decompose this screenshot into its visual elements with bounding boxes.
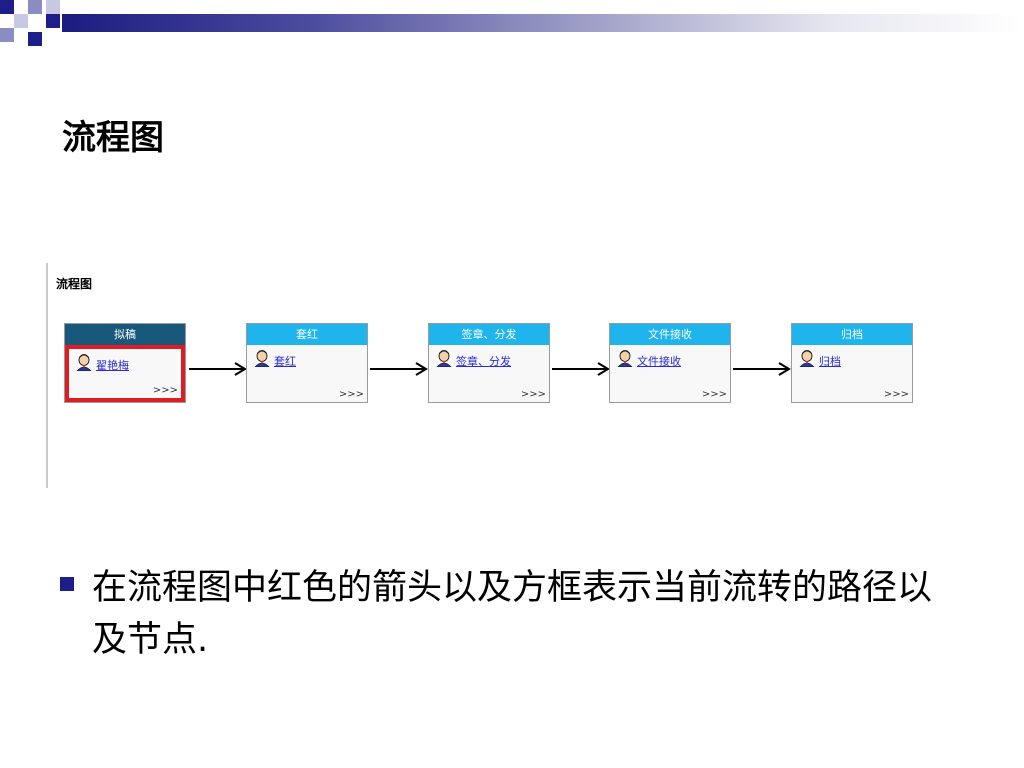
flow-node-file-receive[interactable]: 文件接收 文件接收 >>>	[609, 323, 731, 403]
flow-node-archive[interactable]: 归档 归档 >>>	[791, 323, 913, 403]
node-body: 签章、分发 >>>	[429, 345, 549, 402]
person-icon	[617, 350, 633, 367]
slide-header-banner	[0, 0, 1024, 48]
decor-square	[0, 28, 14, 42]
node-link[interactable]: 文件接收	[637, 355, 681, 368]
page-title: 流程图	[62, 118, 164, 158]
person-icon	[254, 350, 270, 367]
node-body: 套红 >>>	[247, 345, 367, 402]
arrow-right-icon	[733, 362, 791, 376]
decor-square	[14, 14, 28, 28]
bullet-icon	[60, 577, 74, 591]
arrow-right-icon	[189, 362, 247, 376]
panel-title: 流程图	[56, 277, 93, 291]
arrow-right-icon	[552, 362, 610, 376]
decor-square	[46, 0, 60, 14]
decor-square	[14, 0, 28, 14]
node-more-button[interactable]: >>>	[701, 389, 727, 400]
person-icon	[76, 354, 92, 371]
flow-node-redhead[interactable]: 套红 套红 >>>	[246, 323, 368, 403]
decor-square	[28, 32, 42, 46]
flow-node-sign-distribute[interactable]: 签章、分发 签章、分发 >>>	[428, 323, 550, 403]
node-more-button[interactable]: >>>	[152, 385, 178, 396]
flow-node-draft[interactable]: 拟稿 翟艳梅 >>>	[64, 323, 186, 403]
person-icon	[436, 350, 452, 367]
node-body: 翟艳梅 >>>	[65, 345, 185, 402]
node-more-button[interactable]: >>>	[883, 389, 909, 400]
node-header: 套红	[247, 324, 367, 345]
node-body: 归档 >>>	[792, 345, 912, 402]
node-more-button[interactable]: >>>	[338, 389, 364, 400]
node-body: 文件接收 >>>	[610, 345, 730, 402]
header-gradient-bar	[62, 14, 1024, 32]
node-header: 签章、分发	[429, 324, 549, 345]
node-more-button[interactable]: >>>	[520, 389, 546, 400]
arrow-right-icon	[370, 362, 428, 376]
node-link[interactable]: 归档	[819, 355, 841, 368]
node-header: 归档	[792, 324, 912, 345]
decor-square	[28, 0, 42, 14]
decor-square	[0, 0, 14, 14]
decor-square	[46, 14, 60, 28]
node-header: 拟稿	[65, 324, 185, 345]
node-header: 文件接收	[610, 324, 730, 345]
node-link[interactable]: 翟艳梅	[96, 359, 129, 372]
flowchart-panel: 流程图 拟稿 翟艳梅 >>> 套红 套红	[46, 263, 928, 488]
node-link[interactable]: 套红	[274, 355, 296, 368]
bullet-text: 在流程图中红色的箭头以及方框表示当前流转的路径以及节点.	[92, 568, 933, 660]
node-link[interactable]: 签章、分发	[456, 355, 511, 368]
person-icon	[799, 350, 815, 367]
